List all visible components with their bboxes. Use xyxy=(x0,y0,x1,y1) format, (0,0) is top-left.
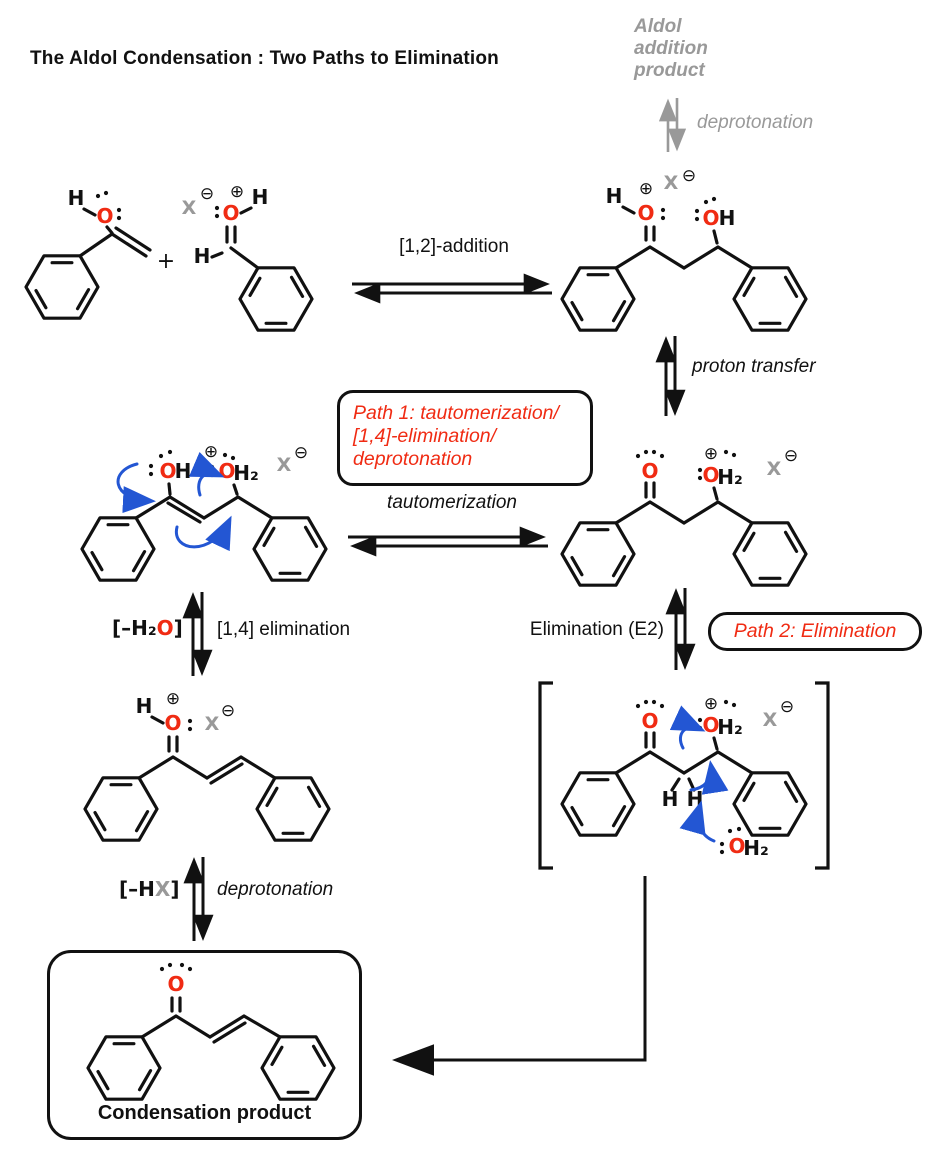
atom-H: H xyxy=(662,787,679,811)
atom-H2: H₂ xyxy=(233,461,259,485)
path2-box: Path 2: Elimination xyxy=(708,612,922,651)
elbow-arrow-to-product xyxy=(392,876,647,1076)
atom-O: O xyxy=(702,713,719,737)
atom-O: O xyxy=(96,204,113,228)
atom-X: X xyxy=(763,709,778,731)
equilibrium-arrow-deprotonation-gray xyxy=(658,98,687,152)
path1-line: deprotonation xyxy=(353,448,473,470)
plus-charge: ⊕ xyxy=(704,694,718,714)
minus-charge: ⊖ xyxy=(200,184,214,204)
note-line: product xyxy=(634,60,705,81)
atom-H2: H₂ xyxy=(717,715,743,739)
minus-hx-post: ] xyxy=(170,877,180,901)
atom-H2-water: H₂ xyxy=(743,836,769,860)
note-line: addition xyxy=(634,38,708,59)
plus-sign: + xyxy=(157,249,175,274)
atom-H: H xyxy=(194,244,211,268)
atom-O: O xyxy=(164,711,181,735)
lone-pair-dots xyxy=(159,962,193,972)
atom-X: X xyxy=(277,454,292,476)
structure-condensation-product: O xyxy=(77,962,345,1117)
step-label-tautomerization: tautomerization xyxy=(387,492,517,513)
left-bracket xyxy=(538,681,553,870)
atom-X: X xyxy=(767,458,782,480)
note-line: Aldol xyxy=(634,16,682,37)
minus-h2o-label: [–H₂O] xyxy=(112,616,183,640)
equilibrium-arrow-14-elimination xyxy=(182,592,213,676)
condensation-product-label: Condensation product xyxy=(97,1102,312,1124)
atom-H: H xyxy=(606,184,623,208)
lone-pair-dots xyxy=(635,449,737,481)
step-label-deprotonation: deprotonation xyxy=(217,879,334,900)
atom-O: O xyxy=(159,459,176,483)
minus-charge: ⊖ xyxy=(784,446,798,466)
equilibrium-arrow-deprotonation xyxy=(183,857,214,941)
structure-protonated-enone: H ⊕ O X ⊖ xyxy=(74,689,340,858)
atom-O-water: O xyxy=(728,834,745,858)
plus-charge: ⊕ xyxy=(704,444,718,464)
atom-H2: H₂ xyxy=(717,465,743,489)
path1-line: [1,4]-elimination/ xyxy=(353,425,497,447)
atom-H: H xyxy=(175,459,192,483)
atom-O: O xyxy=(222,201,239,225)
atom-O: O xyxy=(702,206,719,230)
minus-hx-x: X xyxy=(154,877,171,901)
structure-e2-bracketed: O ⊕ O H₂ X ⊖ H H O H₂ xyxy=(538,681,830,870)
minus-charge: ⊖ xyxy=(682,166,696,186)
minus-charge: ⊖ xyxy=(294,443,308,463)
structure-protonated-benzaldehyde: X ⊖ ⊕ O H H xyxy=(182,182,323,348)
atom-O: O xyxy=(167,972,184,996)
minus-h2o-oxygen: O xyxy=(156,616,174,640)
lone-pair-dots xyxy=(214,205,220,219)
curved-electron-arrows xyxy=(116,451,232,552)
curved-electron-arrows xyxy=(669,705,729,843)
page-title: The Aldol Condensation : Two Paths to El… xyxy=(30,48,499,69)
atom-O: O xyxy=(641,459,658,483)
minus-hx-label: [–HX] xyxy=(119,877,179,901)
path1-line: Path 1: tautomerization/ xyxy=(353,402,559,424)
right-bracket xyxy=(815,681,830,870)
equilibrium-arrow-e2 xyxy=(665,588,696,670)
equilibrium-arrow-proton-transfer xyxy=(655,336,686,416)
atom-H: H xyxy=(719,206,736,230)
atom-H: H xyxy=(68,186,85,210)
structure-enol-intermediate: O H ⊕ O H₂ X ⊖ xyxy=(71,442,337,598)
lone-pair-dots xyxy=(95,190,122,221)
plus-charge: ⊕ xyxy=(230,182,244,202)
step-label-proton-transfer: proton transfer xyxy=(692,356,816,377)
structure-ketone-protonated-alcohol: O ⊕ O H₂ X ⊖ xyxy=(551,444,817,603)
step-label-e2: Elimination (E2) xyxy=(529,619,664,640)
minus-hx-pre: [–H xyxy=(119,877,155,901)
plus-charge: ⊕ xyxy=(166,689,180,709)
atom-O: O xyxy=(641,709,658,733)
aldol-addition-product-note: Aldol addition product xyxy=(634,16,708,82)
minus-charge: ⊖ xyxy=(221,701,235,721)
plus-charge: ⊕ xyxy=(639,179,653,199)
atom-H: H xyxy=(252,185,269,209)
minus-charge: ⊖ xyxy=(780,697,794,717)
step-label-12-addition: [1,2]-addition xyxy=(399,236,509,257)
structure-enol: H O xyxy=(15,186,152,336)
minus-h2o-post: ] xyxy=(173,616,183,640)
atom-H: H xyxy=(136,694,153,718)
atom-X: X xyxy=(205,713,220,735)
structure-protonated-aldol-product: H ⊕ X ⊖ O O H xyxy=(551,166,817,348)
atom-O: O xyxy=(637,201,654,225)
step-label-deprotonation-gray: deprotonation xyxy=(697,112,814,133)
lone-pair-dots xyxy=(660,196,717,222)
atom-O: O xyxy=(702,463,719,487)
equilibrium-arrow-12-addition xyxy=(352,273,552,304)
step-label-14-elimination: [1,4] elimination xyxy=(217,619,351,640)
plus-charge: ⊕ xyxy=(204,442,218,462)
condensation-product-box xyxy=(47,950,362,1140)
lone-pair-dots xyxy=(187,718,193,732)
atom-X: X xyxy=(664,172,679,194)
minus-h2o-pre: [–H₂ xyxy=(112,616,157,640)
equilibrium-arrow-tautomerization xyxy=(348,526,548,557)
path1-box: Path 1: tautomerization/ [1,4]-eliminati… xyxy=(337,390,593,486)
atom-X: X xyxy=(182,197,197,219)
